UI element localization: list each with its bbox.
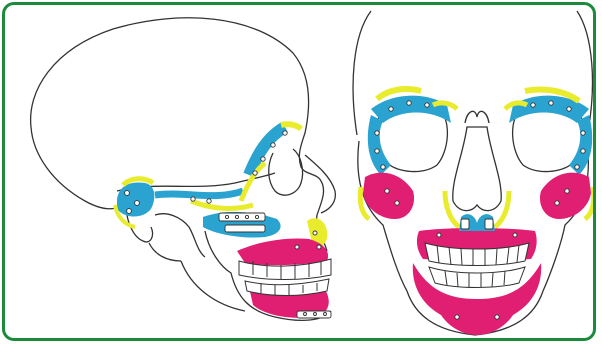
figure-frame — [2, 2, 596, 341]
frontal-nasal-cavity — [453, 127, 501, 211]
frontal-teeth — [425, 243, 529, 288]
skull-illustration — [5, 5, 596, 341]
